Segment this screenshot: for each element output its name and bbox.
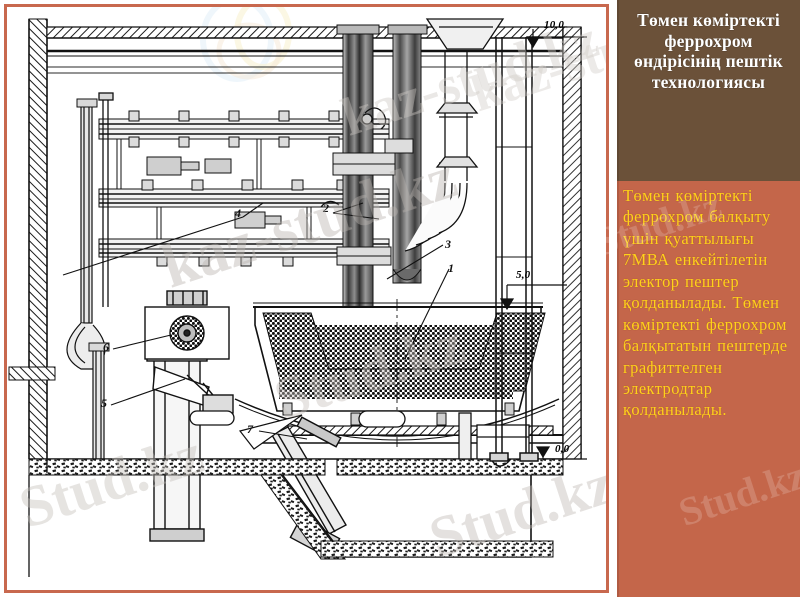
furnace-diagram: 4 2 3 1 6 5 7 10,0 5,0 0,0 kaz-stud.kz k… <box>7 7 606 590</box>
panel-left-edge <box>617 0 619 597</box>
callout-3: 3 <box>445 237 451 251</box>
callout-5: 5 <box>101 396 107 410</box>
text-panel: Төмен көміртекті феррохром өндірісінің п… <box>589 0 800 597</box>
callout-6: 6 <box>103 340 109 354</box>
callout-1: 1 <box>448 261 454 275</box>
diagram-frame: 4 2 3 1 6 5 7 10,0 5,0 0,0 kaz-stud.kz k… <box>4 4 609 593</box>
panel-title: Төмен көміртекті феррохром өндірісінің п… <box>617 0 800 181</box>
elevation-label-10: 10,0 <box>544 19 565 31</box>
panel-body-text: Төмен көміртекті феррохром балқыту үшін … <box>623 186 788 420</box>
elevation-label-5: 5,0 <box>516 269 531 281</box>
furnace-line-art <box>8 18 587 577</box>
callout-7: 7 <box>247 422 253 436</box>
callout-2: 2 <box>323 201 329 215</box>
elevation-label-0: 0,0 <box>555 443 570 455</box>
callout-4: 4 <box>235 206 241 220</box>
panel-watermark-2: Stud.kz <box>673 452 800 535</box>
